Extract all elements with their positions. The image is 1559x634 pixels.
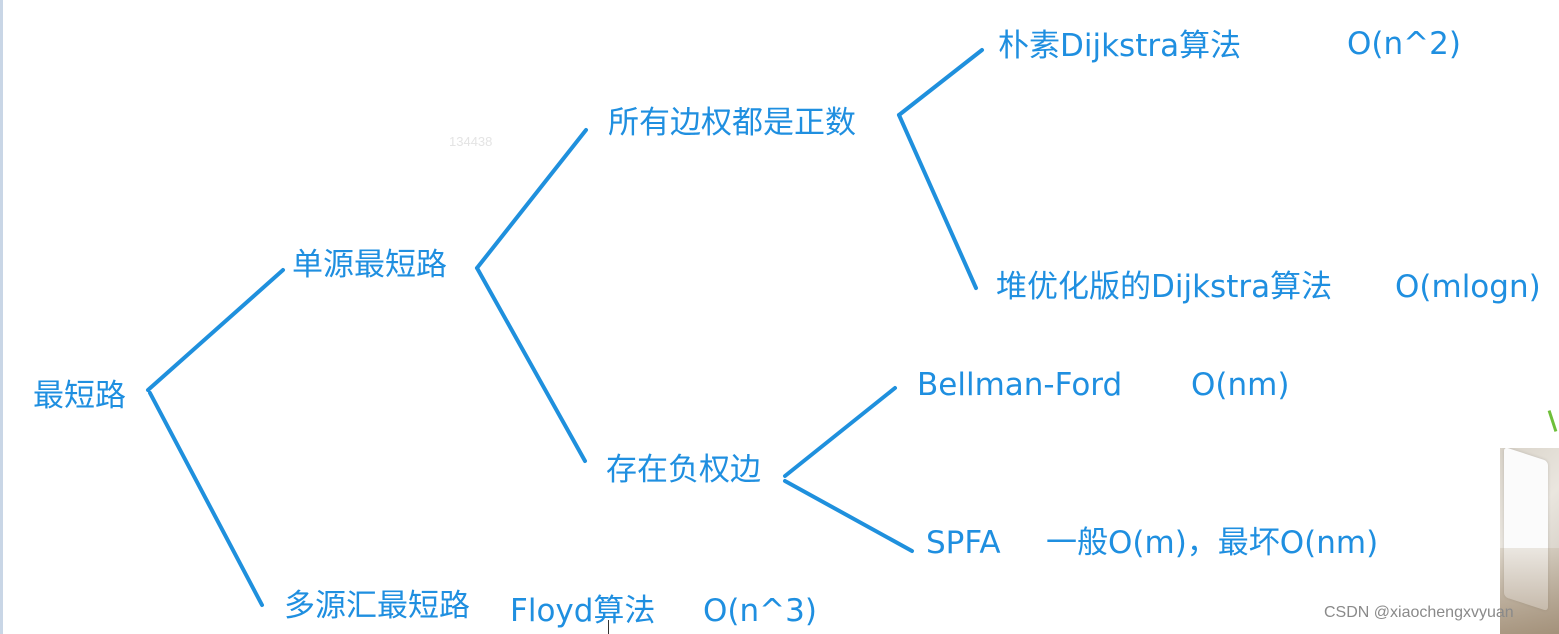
edge-single-source-negative [475,266,587,463]
edge-root-multi-source [148,391,264,607]
edge-all-positive-naive-dijkstra [897,48,984,117]
csdn-watermark: CSDN @xiaochengxvyuan [1324,604,1514,621]
node-heap-dijkstra: 堆优化版的Dijkstra算法 [996,269,1333,305]
complexity-heap-dijkstra: O(mlogn) [1395,269,1541,305]
node-bellman-ford: Bellman-Ford [917,367,1123,403]
complexity-spfa: 一般O(m)，最坏O(nm) [1046,525,1379,561]
node-spfa: SPFA [926,525,1001,561]
left-border [0,0,3,634]
edge-single-source-all-positive [475,128,588,270]
node-naive-dijkstra: 朴素Dijkstra算法 [998,28,1242,64]
complexity-bellman-ford: O(nm) [1191,367,1290,403]
edge-all-positive-heap-dijkstra [897,113,978,290]
faint-id-text: 134438 [449,134,493,149]
node-single-source: 单源最短路 [292,247,447,283]
edge-negative-spfa [783,479,914,553]
thumbnail-shade [1500,548,1559,634]
node-negative-edges: 存在负权边 [606,452,761,488]
node-multi-source: 多源汇最短路 [284,588,470,624]
edge-negative-bellman-ford [783,386,897,478]
complexity-floyd: O(n^3) [703,593,817,629]
text-cursor-icon [608,620,609,634]
node-floyd: Floyd算法 [510,593,656,629]
edge-root-single-source [146,268,285,392]
node-root: 最短路 [33,378,126,414]
node-all-positive: 所有边权都是正数 [608,105,856,141]
complexity-naive-dijkstra: O(n^2) [1347,26,1461,62]
webcam-thumbnail-image [1500,448,1559,634]
